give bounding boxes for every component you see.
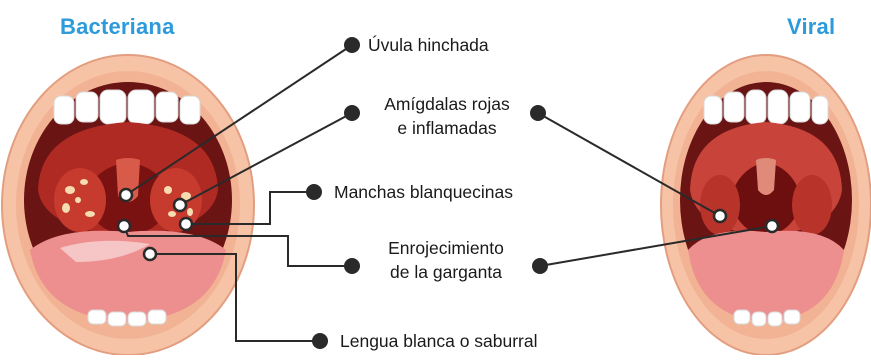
bacterial-mouth bbox=[1, 54, 255, 356]
bacterial-upper-teeth bbox=[53, 89, 201, 125]
viral-upper-teeth bbox=[703, 89, 829, 125]
line-tonsils-viral bbox=[537, 112, 721, 217]
label-uvula: Úvula hinchada bbox=[368, 35, 489, 55]
dot-label-tonsils-right bbox=[530, 105, 546, 121]
viral-mouth bbox=[660, 54, 871, 356]
title-viral: Viral bbox=[787, 14, 836, 39]
marker-bacterial-spots bbox=[178, 216, 194, 232]
marker-bacterial-tonsil bbox=[172, 197, 188, 213]
label-tonsils-line2: e inflamadas bbox=[397, 118, 497, 138]
label-tonsils-line1: Amígdalas rojas bbox=[384, 94, 510, 114]
label-throat: Enrojecimiento de la garganta bbox=[362, 236, 530, 284]
title-bacterial: Bacteriana bbox=[60, 14, 175, 39]
line-uvula bbox=[125, 44, 353, 196]
line-tongue bbox=[150, 253, 320, 342]
viral-left-tonsil bbox=[700, 175, 740, 235]
dot-label-tonsils bbox=[344, 105, 360, 121]
line-spots bbox=[186, 191, 314, 225]
callout-dots bbox=[116, 37, 780, 349]
label-spots: Manchas blanquecinas bbox=[334, 182, 514, 202]
dot-label-spots bbox=[306, 184, 322, 200]
marker-bacterial-throat bbox=[116, 218, 132, 234]
viral-tongue bbox=[688, 230, 844, 322]
dot-label-uvula bbox=[344, 37, 360, 53]
viral-uvula bbox=[756, 158, 776, 195]
marker-bacterial-tongue bbox=[142, 246, 158, 262]
bacterial-white-spots bbox=[62, 179, 193, 217]
bacterial-lower-teeth bbox=[87, 309, 167, 327]
label-throat-line1: Enrojecimiento bbox=[388, 238, 504, 258]
dot-label-throat-right bbox=[532, 258, 548, 274]
line-throat-viral bbox=[539, 225, 773, 267]
dot-label-throat bbox=[344, 258, 360, 274]
label-throat-line2: de la garganta bbox=[390, 262, 502, 282]
viral-lower-teeth bbox=[733, 309, 801, 327]
viral-right-tonsil bbox=[792, 175, 832, 235]
marker-bacterial-uvula bbox=[118, 187, 134, 203]
label-tongue: Lengua blanca o saburral bbox=[340, 331, 538, 351]
line-tonsils bbox=[179, 112, 353, 206]
marker-viral-tonsil bbox=[712, 208, 728, 224]
marker-viral-throat bbox=[764, 218, 780, 234]
label-tonsils: Amígdalas rojas e inflamadas bbox=[362, 92, 532, 140]
dot-label-tongue bbox=[312, 333, 328, 349]
